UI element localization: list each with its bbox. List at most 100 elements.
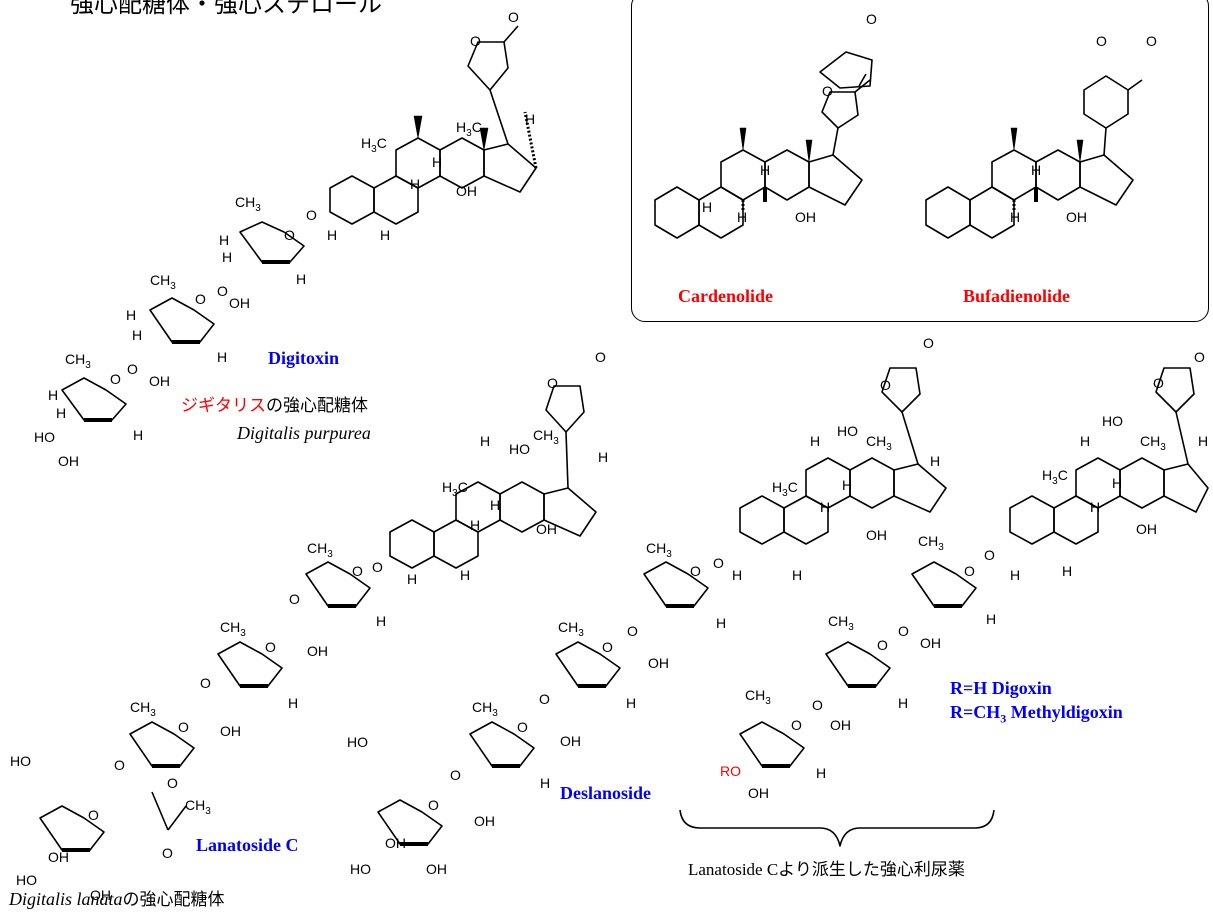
lanatoside-s2-o: O (265, 639, 276, 655)
digitoxin-h3c: H3C (456, 119, 482, 139)
deslanoside-s1-oh: OH (648, 655, 669, 671)
lanatoside-glucose-oh2: OH (90, 887, 111, 903)
deslanoside-s3-o2: O (450, 767, 461, 783)
digoxin-s2-o: O (877, 637, 888, 653)
lanatoside-acetyl-ch3: CH3 (185, 797, 211, 817)
deslanoside-s3-h: H (540, 775, 550, 791)
deslanoside-s2-o2: O (539, 691, 550, 707)
lanatoside-ch3: CH3 (533, 427, 559, 447)
lanatoside-glucose-ho: HO (10, 753, 31, 769)
deslanoside-label: Deslanoside (560, 783, 652, 803)
deslanoside-carbonyl-o: O (923, 335, 934, 351)
digoxin-s2-ch3: CH3 (828, 613, 854, 633)
lanatoside-ho: HO (509, 441, 530, 457)
cardenolide-h3: H (760, 162, 770, 178)
digoxin-h3c: H3C (1042, 467, 1068, 487)
digoxin-ring-o: O (1153, 375, 1164, 391)
digitoxin-h17: H (525, 111, 535, 127)
cardiac-glycoside-jp: の強心配糖体 (266, 396, 368, 416)
lanatoside-s2-oh: OH (220, 723, 241, 739)
deslanoside-s2-h: H (626, 695, 636, 711)
digoxin-s2-o2: O (812, 697, 823, 713)
lanatoside-ring-o: O (547, 375, 558, 391)
bufadienolide-structure: H H OH O O (925, 33, 1157, 239)
deslanoside-glucose-ho: HO (347, 734, 368, 750)
cardenolide-carbonyl-o: O (866, 11, 877, 27)
lanatoside-s2-h: H (288, 695, 298, 711)
digitoxin-sugar1-h3: H (296, 271, 306, 287)
digoxin-s3-ro: RO (720, 763, 741, 779)
deslanoside-ho: HO (837, 423, 858, 439)
lanatoside-h3c: H3C (442, 479, 468, 499)
brace (679, 809, 995, 847)
digitoxin-oh: OH (456, 183, 477, 199)
digitoxin-carbonyl-o: O (508, 9, 519, 25)
lanatoside-s1-oh: OH (307, 643, 328, 659)
deslanoside-h12: H (810, 433, 820, 449)
digoxin-structure: O O HO H CH3 H H3C H H OH H H O O CH3 O … (720, 349, 1209, 801)
bufadienolide-ring-o: O (1096, 33, 1107, 49)
bufadienolide-carbonyl-o: O (1146, 33, 1157, 49)
digoxin-s3-h: H (816, 765, 826, 781)
digitoxin-sugar3-ch3: CH3 (65, 351, 91, 371)
digoxin-h9: H (1090, 499, 1100, 515)
lanatoside-h12: H (480, 433, 490, 449)
deslanoside-h3c: H3C (772, 479, 798, 499)
digitoxin-sugar1-oh: OH (229, 295, 250, 311)
digitoxin-sugar1-h2: H (222, 249, 232, 265)
deslanoside-glucose-ho2: HO (350, 861, 371, 877)
lanatoside-h9: H (470, 517, 480, 533)
cardenolide-h2: H (737, 209, 747, 225)
digitoxin-structure: O O H H3C H3C H H OH H H O O CH3 H H OH … (34, 9, 538, 469)
deslanoside-glucose-oh1: OH (385, 835, 406, 851)
digitoxin-ring-o: O (470, 33, 481, 49)
digoxin-h3: H (1010, 567, 1020, 583)
deslanoside-s3-oh: OH (474, 813, 495, 829)
digoxin-s3-ch3: CH3 (745, 687, 771, 707)
bracket-caption: Lanatoside Cより派生した強心利尿薬 (688, 860, 965, 879)
digitoxin-h9: H (410, 176, 420, 192)
lanatoside-oh: OH (536, 521, 557, 537)
bufadienolide-label: Bufadienolide (963, 286, 1070, 306)
deslanoside-glucose-oh2: OH (426, 861, 447, 877)
lanatoside-acetyl-o: O (167, 775, 178, 791)
deslanoside-ring-o: O (880, 377, 891, 393)
digitoxin-h3: H (327, 227, 337, 243)
deslanoside-oh: OH (866, 527, 887, 543)
lanatoside-c-structure: O O HO H CH3 H H3C H H OH H H O O CH3 O … (10, 349, 608, 903)
lanatoside-h8: H (490, 497, 500, 513)
digitoxin-sugar3-h3: H (133, 427, 143, 443)
lanatoside-s1-h: H (376, 613, 386, 629)
lanatoside-s3-o: O (178, 719, 189, 735)
methyldigoxin-suffix: Methyldigoxin (1006, 702, 1123, 722)
deslanoside-s1-o2: O (627, 623, 638, 639)
digitoxin-sugar2-ch3: CH3 (150, 272, 176, 292)
digitoxin-sugar3-o: O (110, 371, 121, 387)
digitoxin-sugar2-o: O (195, 291, 206, 307)
digoxin-label: R=H Digoxin (950, 678, 1052, 698)
bufadienolide-h: H (1010, 209, 1020, 225)
lanatoside-s2-o2: O (200, 675, 211, 691)
digoxin-h5: H (1062, 563, 1072, 579)
aglycone-box (631, 0, 1209, 322)
digoxin-h8: H (1112, 475, 1122, 491)
lanatoside-s2-ch3: CH3 (220, 619, 246, 639)
deslanoside-h5: H (792, 567, 802, 583)
deslanoside-s2-ch3: CH3 (558, 619, 584, 639)
digitoxin-h3c-2: H3C (361, 135, 387, 155)
lanata-caption: Digitalis lanataの強心配糖体 (9, 885, 225, 910)
digitoxin-h5: H (380, 227, 390, 243)
deslanoside-s2-oh: OH (560, 733, 581, 749)
lanatoside-c-label: Lanatoside C (196, 835, 299, 855)
deslanoside-h17: H (930, 453, 940, 469)
digoxin-s1-o2: O (898, 623, 909, 639)
deslanoside-s1-h: H (716, 615, 726, 631)
digitoxin-h8: H (432, 154, 442, 170)
digitoxin-sugar3-ho: HO (34, 429, 55, 445)
digitoxin-sugar3-h1: H (48, 387, 58, 403)
deslanoside-glucose-o: O (428, 797, 439, 813)
digitoxin-label: Digitoxin (268, 348, 340, 368)
lanatoside-glucose-oh1: OH (48, 849, 69, 865)
lanatoside-glyco-o: O (372, 559, 383, 575)
digoxin-s2-h: H (898, 695, 908, 711)
